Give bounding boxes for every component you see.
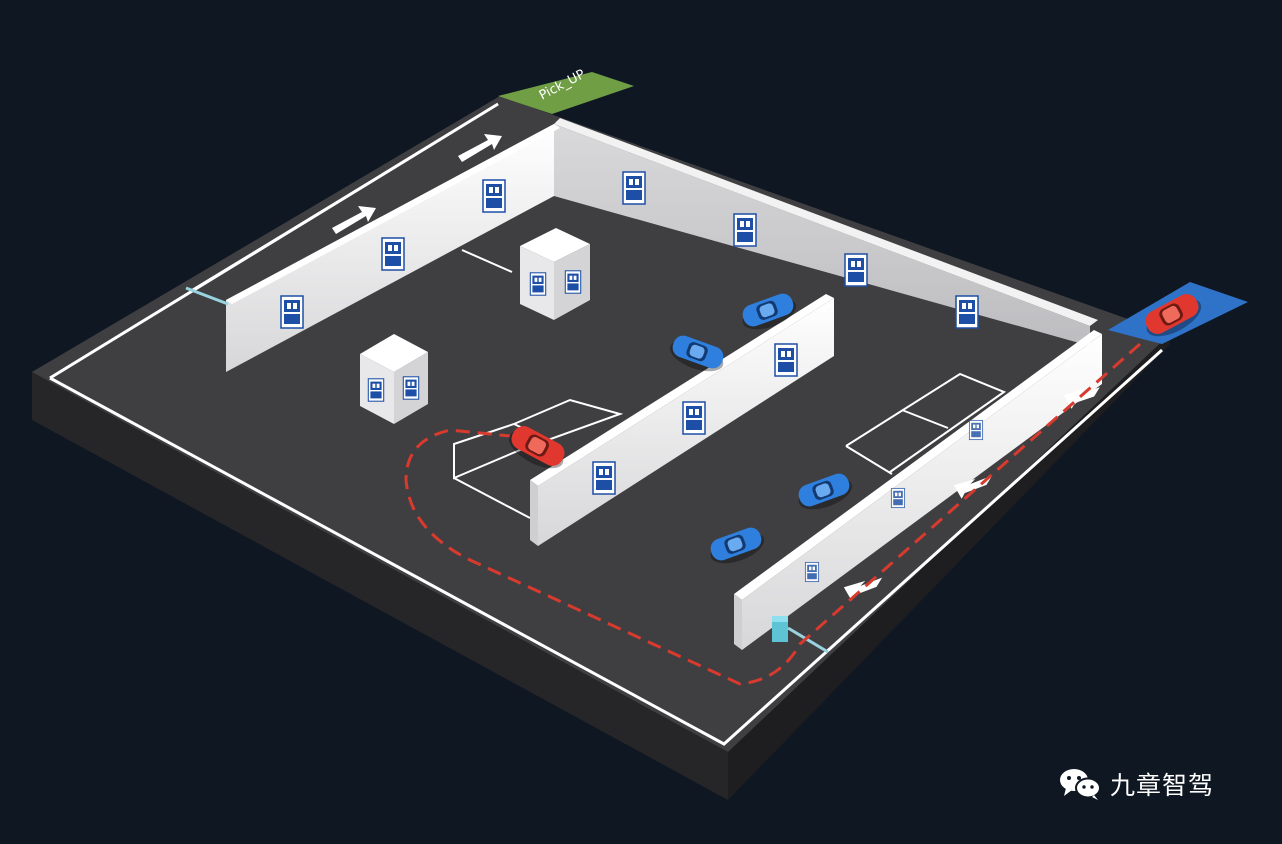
- entry-gate-barrier[interactable]: [185, 286, 229, 306]
- blue-car-3[interactable]: [794, 470, 856, 515]
- entry-arrows: [332, 134, 502, 234]
- wechat-icon: [1058, 766, 1102, 802]
- blue-car-2[interactable]: [666, 332, 728, 377]
- lane-lines: [49, 102, 1164, 746]
- pickup-zone[interactable]: [498, 72, 634, 114]
- blue-car-4[interactable]: [706, 524, 768, 569]
- pillar-small: [360, 334, 428, 424]
- right-wall: [734, 330, 1102, 650]
- exit-gate[interactable]: [772, 616, 829, 654]
- blue-car-1[interactable]: [738, 290, 800, 335]
- red-car-dropoff[interactable]: [1140, 289, 1207, 344]
- watermark-text: 九章智驾: [1110, 771, 1215, 800]
- vehicle-path: [404, 342, 1141, 686]
- red-car-parking[interactable]: [503, 421, 570, 476]
- watermark: 九章智驾: [1058, 766, 1214, 802]
- back-wall: [554, 118, 1098, 346]
- pillar-large: [520, 228, 590, 320]
